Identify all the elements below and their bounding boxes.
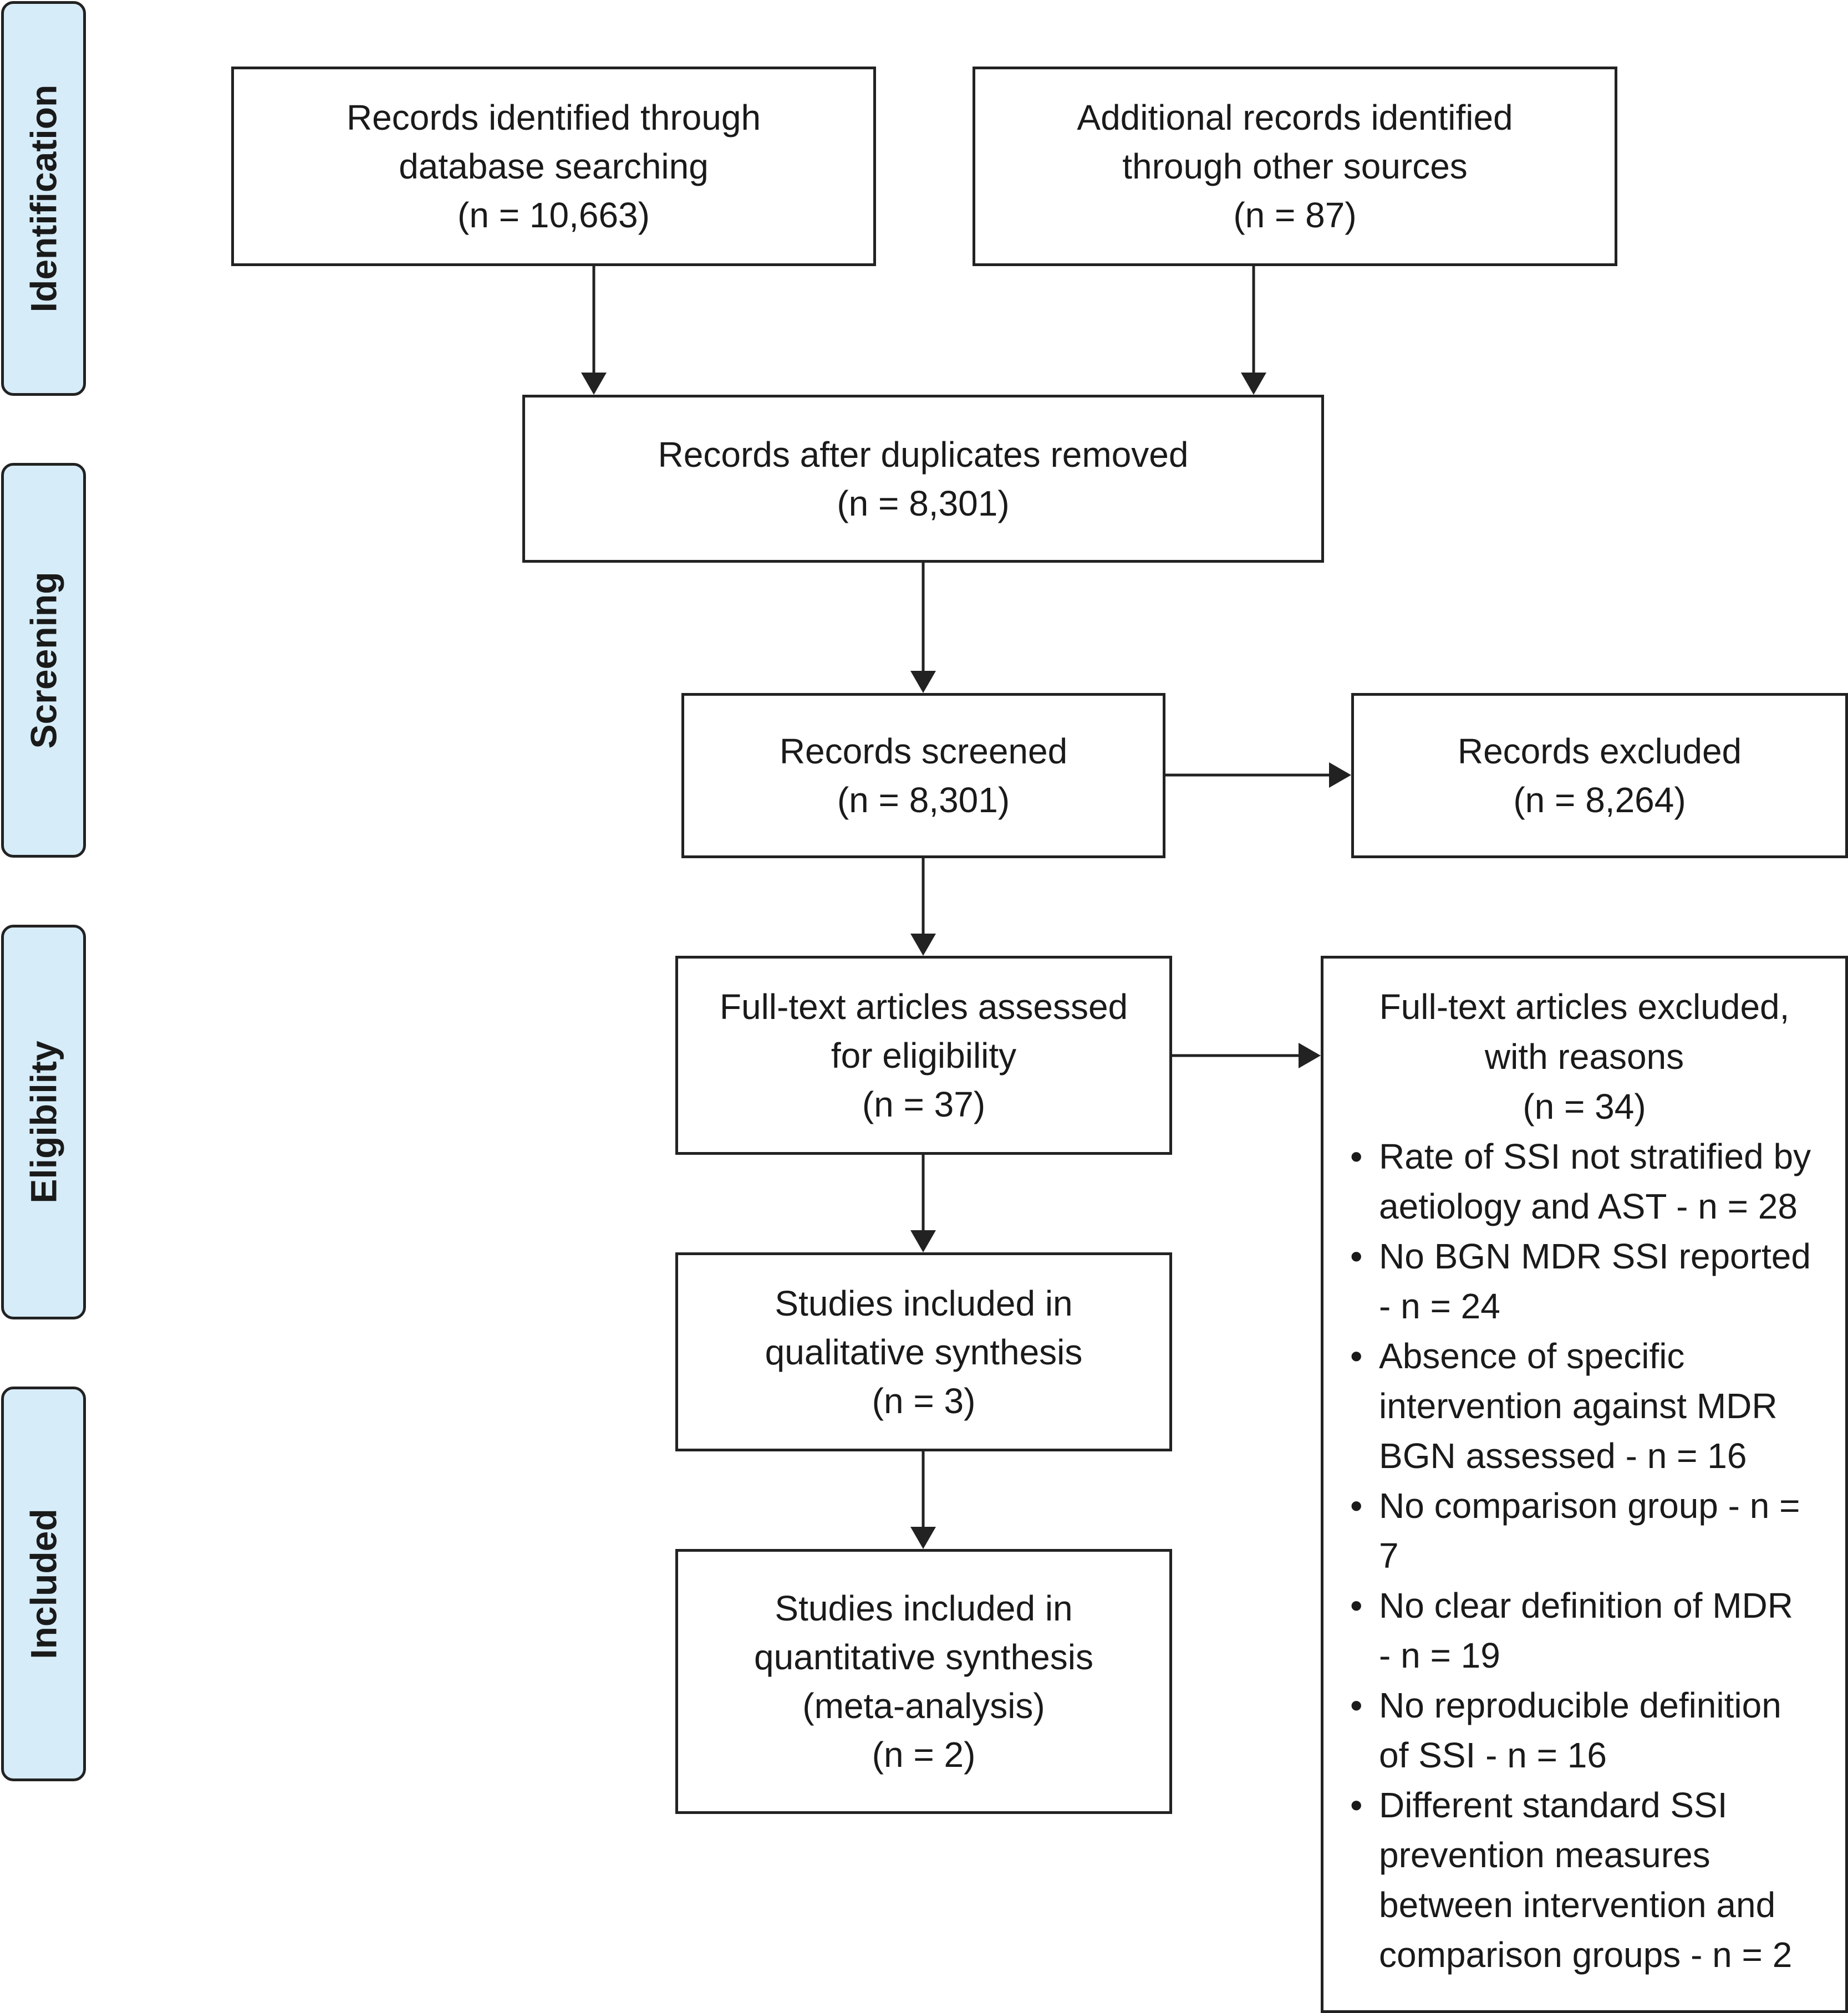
box-records-excluded: Records excluded (n = 8,264) (1351, 693, 1848, 858)
bullet-icon: • (1350, 1236, 1363, 1276)
reason-line: - n = 24 (1379, 1286, 1500, 1326)
reason-line: No BGN MDR SSI reported (1379, 1236, 1811, 1276)
box-line: qualitative synthesis (765, 1332, 1083, 1372)
reason-line: between intervention and (1379, 1885, 1776, 1925)
box-line: (n = 87) (1233, 195, 1357, 235)
reason-line: BGN assessed - n = 16 (1379, 1436, 1747, 1476)
exclusion-reason: • No comparison group - n = 7 (1350, 1481, 1845, 1581)
reason-line: comparison groups - n = 2 (1379, 1935, 1793, 1975)
bullet-icon: • (1350, 1486, 1363, 1526)
box-records-screened: Records screened (n = 8,301) (681, 693, 1165, 858)
box-fulltext-assessed: Full-text articles assessed for eligibil… (675, 956, 1172, 1155)
exclusion-reasons-list: • Rate of SSI not stratified by aetiolog… (1323, 1132, 1845, 1980)
box-database-records: Records identified through database sear… (231, 67, 876, 266)
box-line: (n = 8,301) (837, 780, 1010, 820)
reason-line: 7 (1379, 1536, 1399, 1576)
box-line: quantitative synthesis (754, 1637, 1093, 1677)
reason-line: No reproducible definition (1379, 1685, 1781, 1725)
arrowhead-icon (910, 934, 936, 956)
box-line: Records identified through (346, 98, 761, 137)
arrowhead-icon (581, 373, 607, 395)
box-quantitative-synthesis: Studies included in quantitative synthes… (675, 1549, 1172, 1814)
box-line: through other sources (1122, 146, 1468, 186)
box-line: Records screened (779, 731, 1068, 771)
reason-line: No clear definition of MDR (1379, 1586, 1793, 1625)
arrowhead-icon (1329, 762, 1351, 788)
box-line: (n = 8,264) (1513, 780, 1686, 820)
box-line: (n = 3) (872, 1380, 976, 1421)
box-line: Full-text articles assessed (719, 986, 1128, 1027)
reason-line: No comparison group - n = (1379, 1486, 1800, 1526)
excluded-heading-line: Full-text articles excluded, (1379, 987, 1790, 1027)
reason-line: Different standard SSI (1379, 1785, 1728, 1825)
reason-line: of SSI - n = 16 (1379, 1735, 1607, 1775)
arrowhead-icon (910, 1230, 936, 1252)
arrowhead-icon (1299, 1043, 1321, 1068)
arrowhead-icon (910, 1527, 936, 1549)
excluded-heading-line: with reasons (1484, 1037, 1684, 1077)
reason-line: Absence of specific (1379, 1336, 1685, 1376)
arrowhead-icon (1241, 373, 1266, 395)
bullet-icon: • (1350, 1586, 1363, 1625)
box-qualitative-synthesis: Studies included in qualitative synthesi… (675, 1252, 1172, 1451)
box-line: (n = 8,301) (837, 483, 1010, 523)
box-line: Records excluded (1457, 731, 1742, 771)
excluded-heading-line: (n = 34) (1523, 1087, 1646, 1127)
reason-line: prevention measures (1379, 1835, 1710, 1875)
box-fulltext-excluded: Full-text articles excluded, with reason… (1321, 956, 1848, 2013)
reason-line: Rate of SSI not stratified by (1379, 1137, 1811, 1176)
box-line: Records after duplicates removed (658, 434, 1189, 475)
exclusion-reason: • No clear definition of MDR - n = 19 (1350, 1581, 1845, 1680)
box-line: for eligibility (831, 1035, 1017, 1076)
box-line: Studies included in (775, 1588, 1073, 1628)
bullet-icon: • (1350, 1685, 1363, 1725)
box-line: (n = 2) (872, 1735, 976, 1775)
reason-line: intervention against MDR (1379, 1386, 1778, 1426)
stage-identification: Identification (1, 1, 86, 396)
exclusion-reason: • Different standard SSI prevention meas… (1350, 1780, 1845, 1980)
bullet-icon: • (1350, 1785, 1363, 1825)
stage-eligibility: Eligibility (1, 925, 86, 1319)
box-duplicates-removed: Records after duplicates removed (n = 8,… (522, 395, 1324, 563)
box-other-sources: Additional records identified through ot… (973, 67, 1617, 266)
box-line: (n = 10,663) (457, 195, 650, 235)
box-line: database searching (399, 146, 709, 186)
reason-line: - n = 19 (1379, 1635, 1500, 1675)
bullet-icon: • (1350, 1336, 1363, 1376)
exclusion-reason: • Absence of specific intervention again… (1350, 1331, 1845, 1481)
exclusion-reason: • No BGN MDR SSI reported - n = 24 (1350, 1231, 1845, 1331)
stage-screening: Screening (1, 463, 86, 858)
box-line: Studies included in (775, 1283, 1073, 1323)
exclusion-reason: • No reproducible definition of SSI - n … (1350, 1680, 1845, 1780)
reason-line: aetiology and AST - n = 28 (1379, 1186, 1798, 1226)
box-line: (n = 37) (862, 1084, 986, 1124)
box-line: (meta-analysis) (802, 1686, 1045, 1726)
stage-included: Included (1, 1387, 86, 1781)
arrowhead-icon (910, 671, 936, 693)
bullet-icon: • (1350, 1137, 1363, 1176)
exclusion-reason: • Rate of SSI not stratified by aetiolog… (1350, 1132, 1845, 1231)
excluded-heading: Full-text articles excluded, with reason… (1323, 982, 1845, 1132)
box-line: Additional records identified (1077, 98, 1513, 137)
